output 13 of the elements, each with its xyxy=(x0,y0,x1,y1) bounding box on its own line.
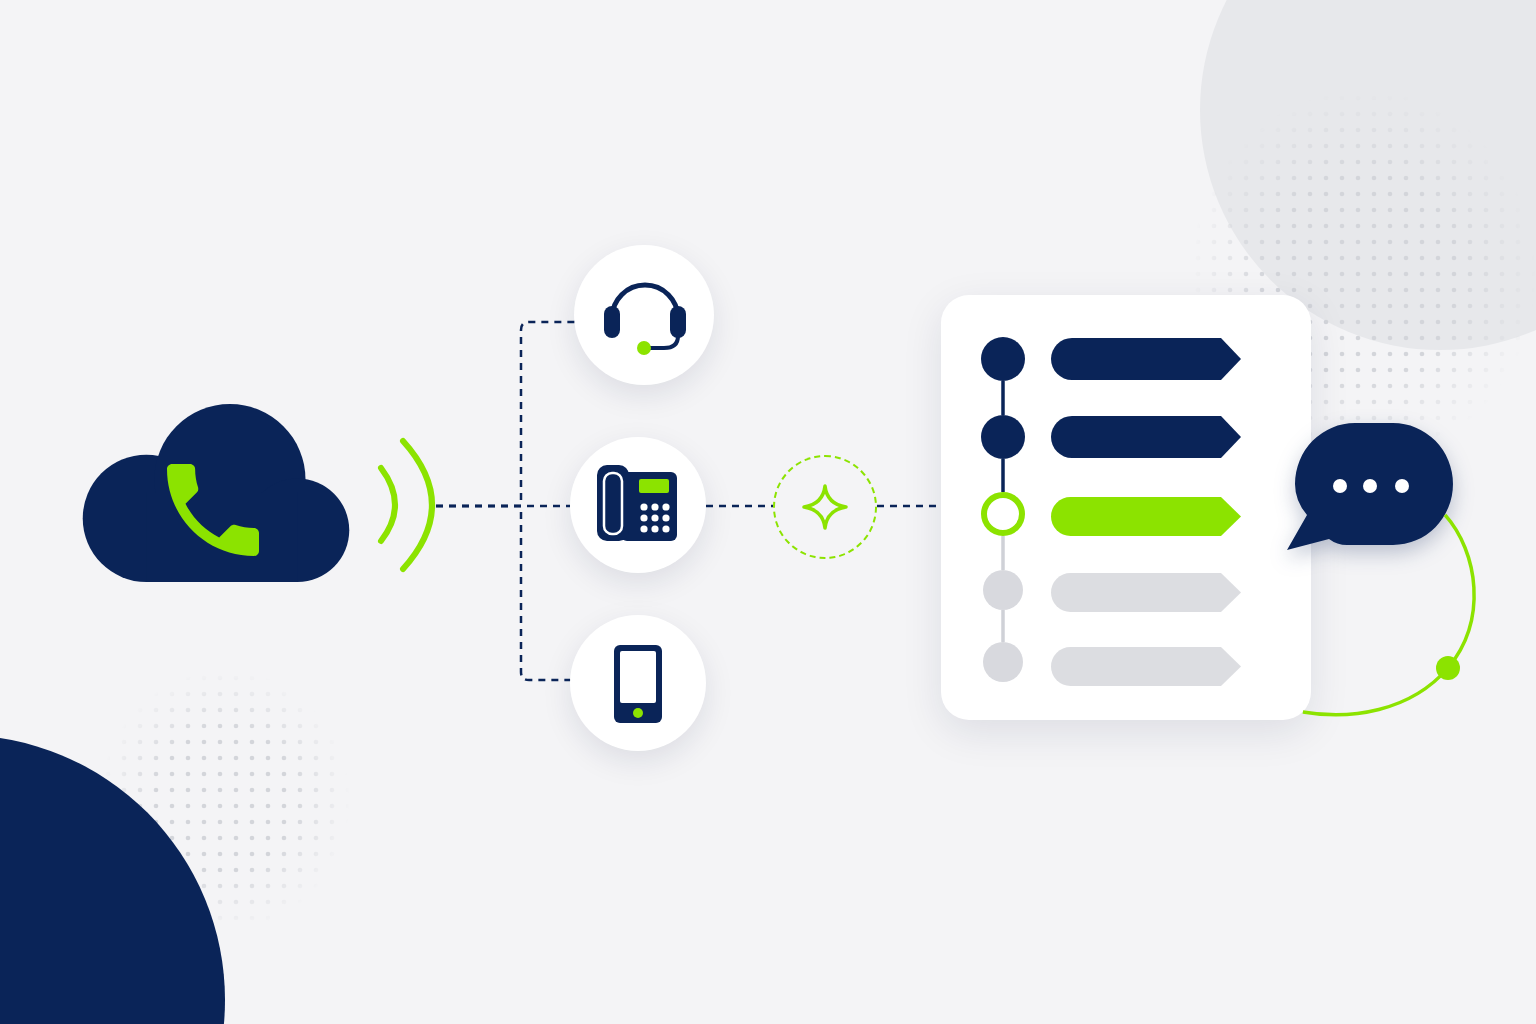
dashed-connector xyxy=(706,504,773,508)
connector-line xyxy=(1001,381,1005,415)
step-bar xyxy=(1051,416,1241,458)
step-bar xyxy=(1051,338,1241,380)
step-bar xyxy=(1051,573,1241,612)
connector-line xyxy=(1001,610,1005,642)
panel-card xyxy=(941,295,1311,720)
connector-line xyxy=(1302,513,1476,717)
dashed-connector xyxy=(436,504,571,682)
step-bar xyxy=(1051,497,1241,536)
step-bar xyxy=(1051,647,1241,686)
connector-line xyxy=(1001,536,1005,570)
connector-line xyxy=(1001,459,1005,492)
